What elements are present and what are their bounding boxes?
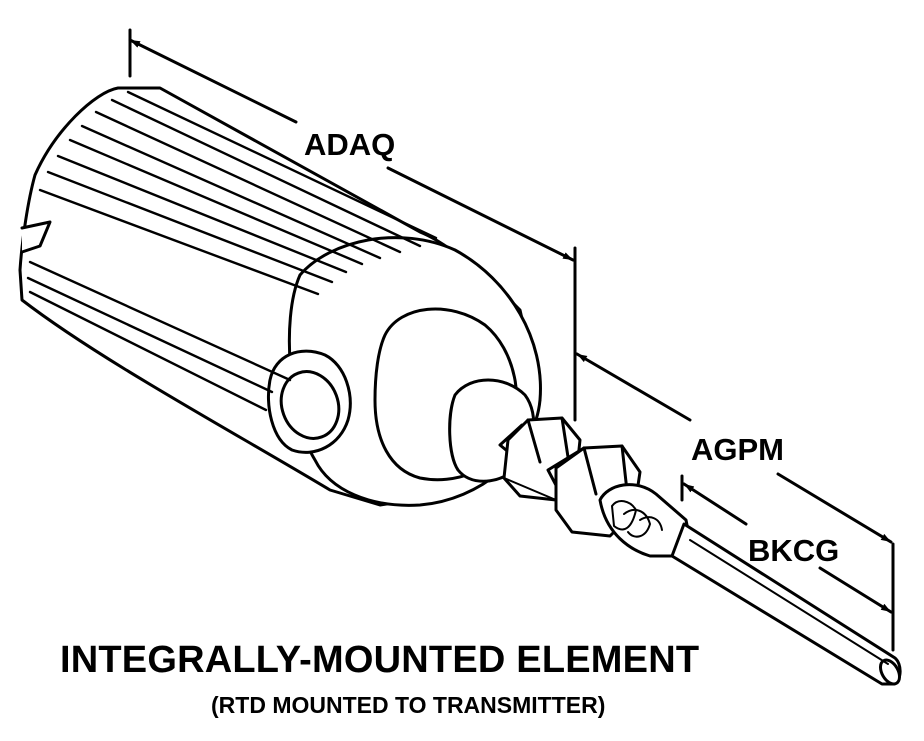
housing-slot (20, 220, 52, 254)
housing-fluting (26, 90, 438, 412)
diagram-title: INTEGRALLY-MOUNTED ELEMENT (60, 639, 699, 681)
conduit-hole (279, 370, 341, 440)
label-bkcg: BKCG (748, 533, 839, 568)
rtd-fitting (498, 416, 902, 686)
transmitter-housing (18, 86, 542, 507)
diagram-subtitle: (RTD MOUNTED TO TRANSMITTER) (211, 692, 605, 718)
label-agpm: AGPM (691, 432, 784, 467)
dim-line-bkcg-b (818, 566, 893, 614)
dim-line-agpm-a (575, 352, 692, 422)
label-adaq: ADAQ (304, 127, 395, 162)
dim-line-agpm-b (776, 472, 893, 544)
dim-line-adaq-b (386, 166, 575, 262)
dim-line-bkcg-a (682, 482, 748, 526)
dimension-lines (128, 28, 895, 652)
dim-line-adaq-a (128, 38, 298, 124)
